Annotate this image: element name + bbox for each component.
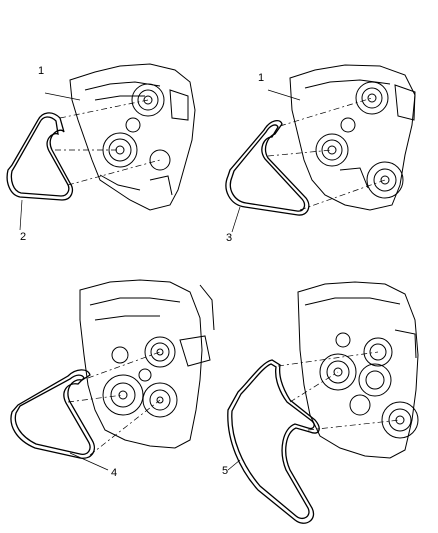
callout-5: 5 bbox=[222, 465, 229, 477]
belt-1 bbox=[6, 112, 73, 201]
engine-view-2 bbox=[289, 64, 416, 211]
belt-3 bbox=[10, 369, 95, 459]
callout-4: 4 bbox=[111, 467, 118, 479]
callout-2: 2 bbox=[20, 231, 27, 243]
callout-1-panel-2: 1 bbox=[258, 72, 265, 84]
belt-4 bbox=[227, 359, 320, 524]
callout-3: 3 bbox=[226, 232, 233, 244]
engine-view-4 bbox=[297, 281, 419, 459]
callout-1-panel-1: 1 bbox=[38, 65, 45, 77]
belt-2 bbox=[225, 119, 310, 216]
leader-lines-3 bbox=[67, 351, 161, 471]
leader-lines-1 bbox=[19, 92, 161, 231]
leader-lines-4 bbox=[227, 351, 401, 471]
engine-view-1 bbox=[69, 63, 196, 211]
engine-view-3 bbox=[79, 279, 215, 449]
leader-lines-2 bbox=[231, 89, 386, 233]
